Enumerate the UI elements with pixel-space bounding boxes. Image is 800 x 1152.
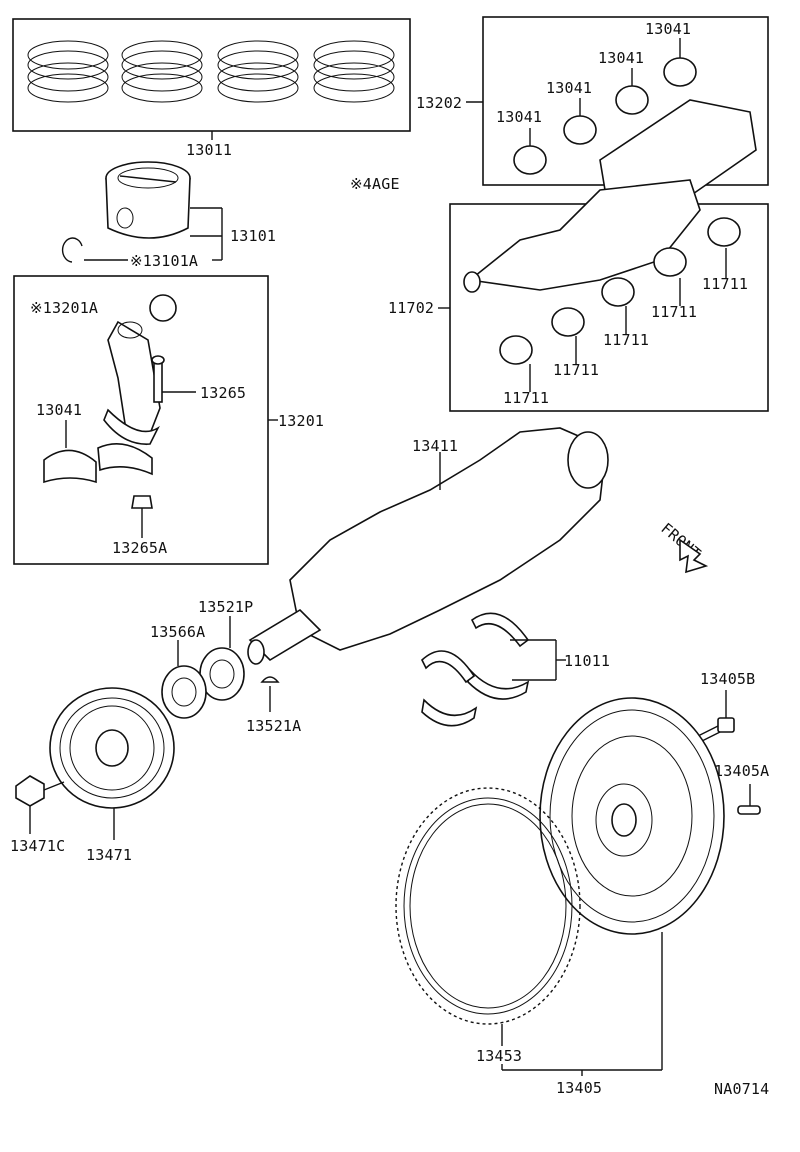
flywheel-group <box>539 697 725 1070</box>
label-crankshaft: 13411 <box>412 437 458 455</box>
label-flywheel: 13405 <box>556 1079 602 1097</box>
label-piston-pin-clip: ※13101A <box>130 252 198 270</box>
label-bearing-a: 13041 <box>645 20 691 38</box>
label-main-bearing-set: 11702 <box>388 299 434 317</box>
label-rod-assembly: 13201 <box>278 412 324 430</box>
piston-rings-group: 13011 <box>12 18 411 159</box>
label-variant-note: ※4AGE <box>350 175 400 193</box>
diagram-code: NA0714 <box>714 1080 769 1098</box>
crankshaft: 13411 <box>247 427 609 665</box>
piston-group: 13101 ※13101A <box>61 161 276 270</box>
label-timing-pulley: 13521P <box>198 598 253 616</box>
flywheel-hardware-group: 13405B 13405A <box>697 670 769 815</box>
label-rod-bushing: ※13201A <box>30 299 98 317</box>
connecting-rod-group: ※13201A 13265 13041 13265A 13201 <box>13 275 324 565</box>
label-main-bearing-c: 11711 <box>603 331 649 349</box>
label-flywheel-pin: 13405A <box>714 762 769 780</box>
label-piston-rings: 13011 <box>186 141 232 159</box>
ring-gear-group: 13453 <box>395 787 581 1065</box>
label-bearing-set: 13202 <box>416 94 462 112</box>
label-main-bearing-b: 11711 <box>651 303 697 321</box>
label-thrust-washer: 11011 <box>564 652 610 670</box>
label-bearing-b: 13041 <box>598 49 644 67</box>
label-bearing-c: 13041 <box>546 79 592 97</box>
label-rod-nut: 13265A <box>112 539 167 557</box>
label-main-bearing-e: 11711 <box>503 389 549 407</box>
crank-pulley-group: 13471 13471C <box>10 687 175 864</box>
label-bearing-d: 13041 <box>496 108 542 126</box>
timing-parts-group: 13521P 13566A 13521A <box>150 598 301 735</box>
front-indicator: FRONT <box>657 519 709 574</box>
label-crank-pulley: 13471 <box>86 846 132 864</box>
thrust-washer-group: 11011 <box>421 612 610 727</box>
label-rod-bearing: 13041 <box>36 401 82 419</box>
label-pulley-plate: 13566A <box>150 623 205 641</box>
label-main-bearing-d: 11711 <box>553 361 599 379</box>
label-main-bearing-a: 11711 <box>702 275 748 293</box>
label-woodruff-key: 13521A <box>246 717 301 735</box>
main-bearing-group: 11702 11711 11711 11711 11711 11711 <box>388 179 769 412</box>
label-ring-gear: 13453 <box>476 1047 522 1065</box>
label-flywheel-bolt: 13405B <box>700 670 755 688</box>
bearing-set-group: 13202 13041 13041 13041 13041 <box>416 16 769 197</box>
label-piston: 13101 <box>230 227 276 245</box>
label-rod-bolt: 13265 <box>200 384 246 402</box>
label-pulley-bolt: 13471C <box>10 837 65 855</box>
